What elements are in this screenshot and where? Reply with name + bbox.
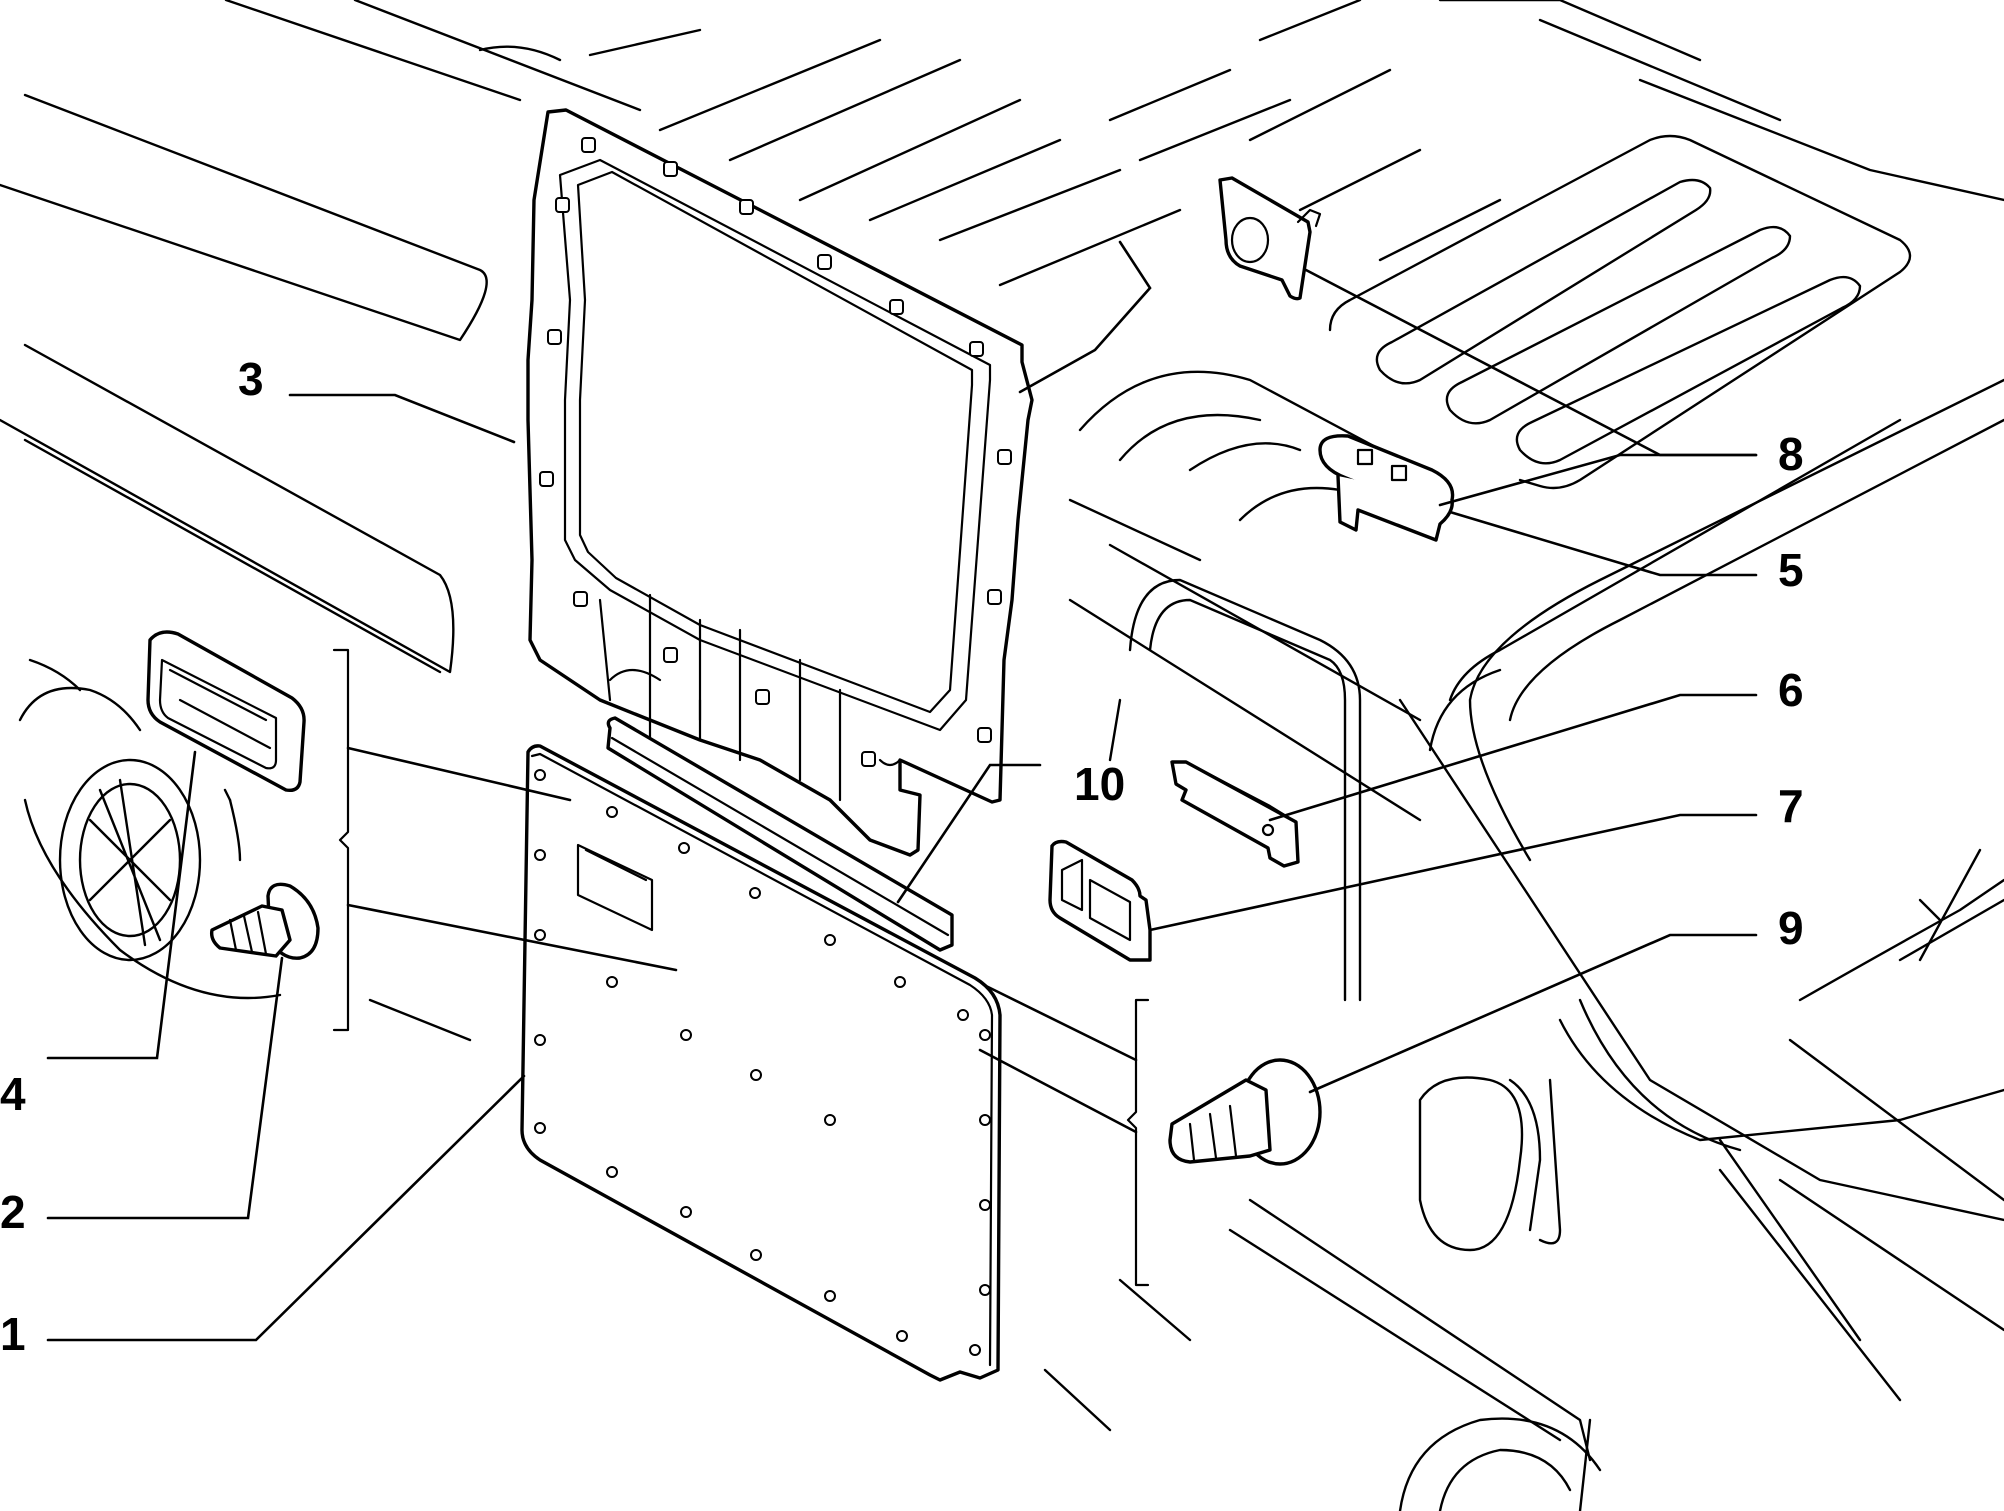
group-bracket-left — [332, 648, 350, 1032]
callout-4: 4 — [0, 1068, 26, 1120]
callout-9: 9 — [1778, 902, 1804, 954]
part-1-trim-panel — [520, 744, 1002, 1382]
part-8-clip — [1218, 176, 1322, 301]
part-7-bracket-plate — [1048, 839, 1152, 962]
callout-8: 8 — [1778, 428, 1804, 480]
part-3-frame-panel — [526, 108, 1034, 857]
callout-1: 1 — [0, 1308, 26, 1360]
callout-2: 2 — [0, 1186, 26, 1238]
leader-lines — [46, 240, 1758, 1342]
callout-5: 5 — [1778, 544, 1804, 596]
part-2-push-clip — [209, 882, 320, 960]
callout-labels: 3 4 2 1 10 8 5 6 7 9 — [0, 353, 1804, 1360]
callout-6: 6 — [1778, 664, 1804, 716]
callout-10: 10 — [1074, 758, 1125, 810]
group-bracket-right — [1126, 998, 1150, 1287]
part-9-push-clip — [1168, 1058, 1322, 1166]
part-10-seal-strip — [606, 716, 954, 952]
callout-7: 7 — [1778, 780, 1804, 832]
callout-3: 3 — [238, 353, 264, 405]
part-6-bracket — [1170, 760, 1300, 868]
part-4-handle-bezel — [146, 630, 306, 793]
part-5-switch — [1318, 434, 1455, 542]
